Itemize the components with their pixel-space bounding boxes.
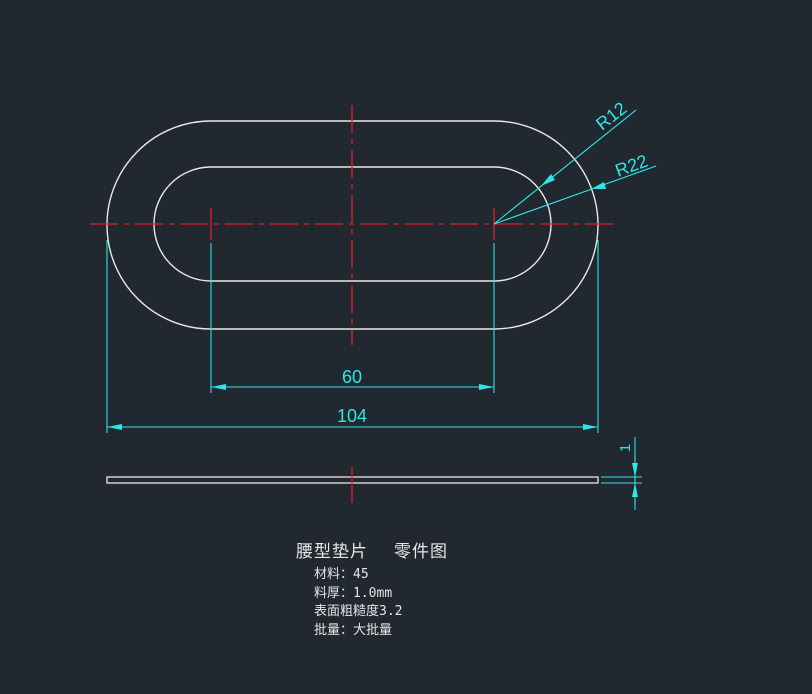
- drawing-title: 腰型垫片 零件图: [296, 537, 474, 562]
- drawing-type: 零件图: [394, 542, 448, 562]
- title-block: 腰型垫片 零件图 材料：45 料厚：1.0mm 表面粗糙度3.2 批量：大批量: [296, 537, 474, 640]
- dimension-104[interactable]: 104: [107, 406, 598, 430]
- note-material: 材料：45: [314, 567, 369, 582]
- dimension-104-text: 104: [337, 406, 367, 426]
- radius-r12-text: R12: [592, 98, 630, 134]
- note-thickness: 料厚：1.0mm: [314, 585, 393, 601]
- dimension-thickness-text: 1: [617, 444, 634, 452]
- radius-r22-text: R22: [613, 151, 651, 181]
- dimension-60[interactable]: 60: [211, 367, 494, 390]
- note-roughness: 表面粗糙度3.2: [314, 604, 403, 619]
- technical-notes: 材料：45 料厚：1.0mm 表面粗糙度3.2 批量：大批量: [314, 566, 474, 640]
- dimension-60-text: 60: [342, 367, 362, 387]
- part-name: 腰型垫片: [296, 542, 368, 562]
- note-batch: 批量：大批量: [314, 622, 393, 638]
- radius-r22-leader[interactable]: R22: [493, 151, 657, 225]
- dimension-thickness[interactable]: 1: [601, 437, 642, 510]
